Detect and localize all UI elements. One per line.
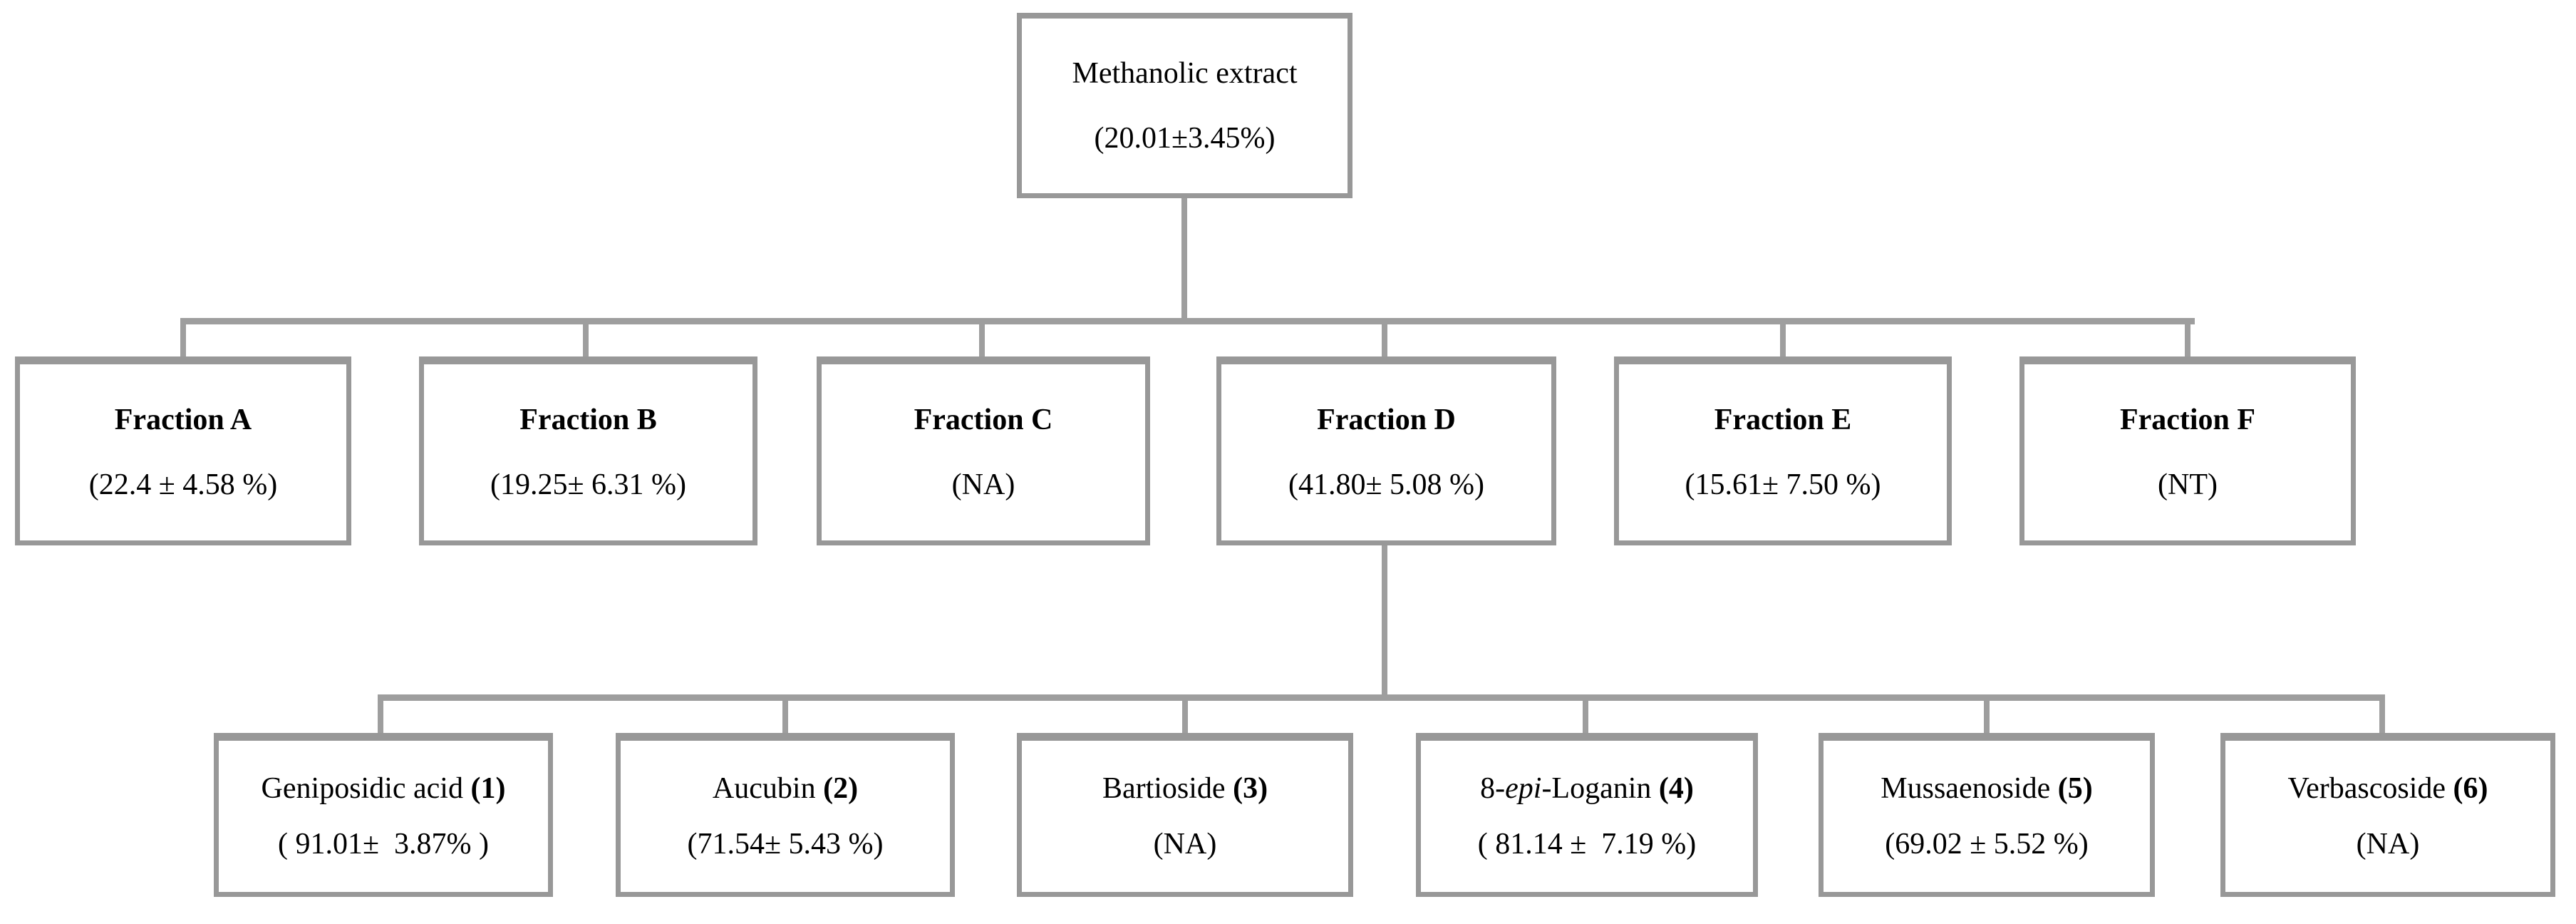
- node-compound-aucubin: Aucubin (2) (71.54± 5.43 %): [616, 733, 955, 897]
- connector-stub-fraction-e: [1780, 318, 1786, 361]
- compound-number: (1): [470, 771, 506, 805]
- node-value: (22.4 ± 4.58 %): [88, 468, 278, 501]
- connector-stub-compound-3: [1182, 694, 1188, 737]
- node-title: Fraction B: [519, 404, 657, 437]
- node-value: (20.01±3.45%): [1094, 121, 1276, 155]
- node-value: (15.61± 7.50 %): [1685, 468, 1881, 501]
- node-fraction-e: Fraction E (15.61± 7.50 %): [1614, 356, 1952, 545]
- node-title: Aucubin (2): [712, 771, 859, 805]
- node-value: (19.25± 6.31 %): [490, 468, 686, 501]
- node-fraction-b: Fraction B (19.25± 6.31 %): [419, 356, 757, 545]
- node-compound-geniposidic-acid: Geniposidic acid (1) ( 91.01± 3.87% ): [214, 733, 553, 897]
- connector-compounds-horizontal: [378, 694, 2385, 701]
- node-value: ( 91.01± 3.87% ): [277, 828, 489, 861]
- node-title: Geniposidic acid (1): [261, 771, 506, 805]
- node-title: Verbascoside (6): [2287, 771, 2488, 805]
- node-fraction-d: Fraction D (41.80± 5.08 %): [1216, 356, 1556, 545]
- node-compound-8-epi-loganin: 8-epi-Loganin (4) ( 81.14 ± 7.19 %): [1416, 733, 1758, 897]
- node-compound-verbascoside: Verbascoside (6) (NA): [2220, 733, 2555, 897]
- node-title: Fraction D: [1317, 404, 1456, 437]
- node-value: (41.80± 5.08 %): [1288, 468, 1484, 501]
- compound-name-italic: epi: [1505, 771, 1542, 805]
- connector-stub-compound-5: [1984, 694, 1990, 737]
- connector-stub-fraction-d: [1382, 318, 1387, 361]
- connector-stub-fraction-b: [583, 318, 589, 361]
- connector-stub-fraction-f: [2185, 318, 2190, 361]
- compound-number: (4): [1658, 771, 1694, 805]
- connector-root-vertical: [1181, 195, 1187, 321]
- connector-stub-fraction-c: [979, 318, 985, 361]
- node-value: ( 81.14 ± 7.19 %): [1477, 828, 1697, 861]
- node-title: Fraction A: [114, 404, 252, 437]
- node-fraction-c: Fraction C (NA): [817, 356, 1150, 545]
- node-title: Fraction C: [914, 404, 1053, 437]
- connector-stub-compound-1: [378, 694, 383, 737]
- node-title: 8-epi-Loganin (4): [1480, 771, 1694, 805]
- connector-stub-compound-4: [1583, 694, 1588, 737]
- connector-fractions-horizontal: [180, 318, 2195, 324]
- node-value: (69.02 ± 5.52 %): [1885, 828, 2089, 861]
- node-title: Methanolic extract: [1072, 57, 1298, 91]
- node-compound-bartioside: Bartioside (3) (NA): [1017, 733, 1353, 897]
- node-value: (NA): [951, 468, 1015, 501]
- connector-stub-compound-6: [2379, 694, 2385, 737]
- node-value: (NA): [2356, 828, 2420, 861]
- node-title: Mussaenoside (5): [1881, 771, 2093, 805]
- node-fraction-a: Fraction A (22.4 ± 4.58 %): [15, 356, 351, 545]
- connector-stub-fraction-a: [180, 318, 186, 361]
- node-fraction-f: Fraction F (NT): [2019, 356, 2356, 545]
- connector-fraction-d-vertical: [1382, 543, 1387, 701]
- connector-stub-compound-2: [782, 694, 788, 737]
- compound-number: (3): [1233, 771, 1268, 805]
- compound-number: (6): [2453, 771, 2488, 805]
- node-value: (NT): [2158, 468, 2218, 501]
- node-title: Fraction E: [1714, 404, 1852, 437]
- node-methanolic-extract: Methanolic extract (20.01±3.45%): [1017, 13, 1352, 198]
- node-value: (NA): [1153, 828, 1217, 861]
- compound-number: (2): [823, 771, 859, 805]
- node-value: (71.54± 5.43 %): [687, 828, 884, 861]
- node-compound-mussaenoside: Mussaenoside (5) (69.02 ± 5.52 %): [1819, 733, 2155, 897]
- node-title: Fraction F: [2119, 404, 2256, 437]
- node-title: Bartioside (3): [1102, 771, 1268, 805]
- compound-number: (5): [2057, 771, 2093, 805]
